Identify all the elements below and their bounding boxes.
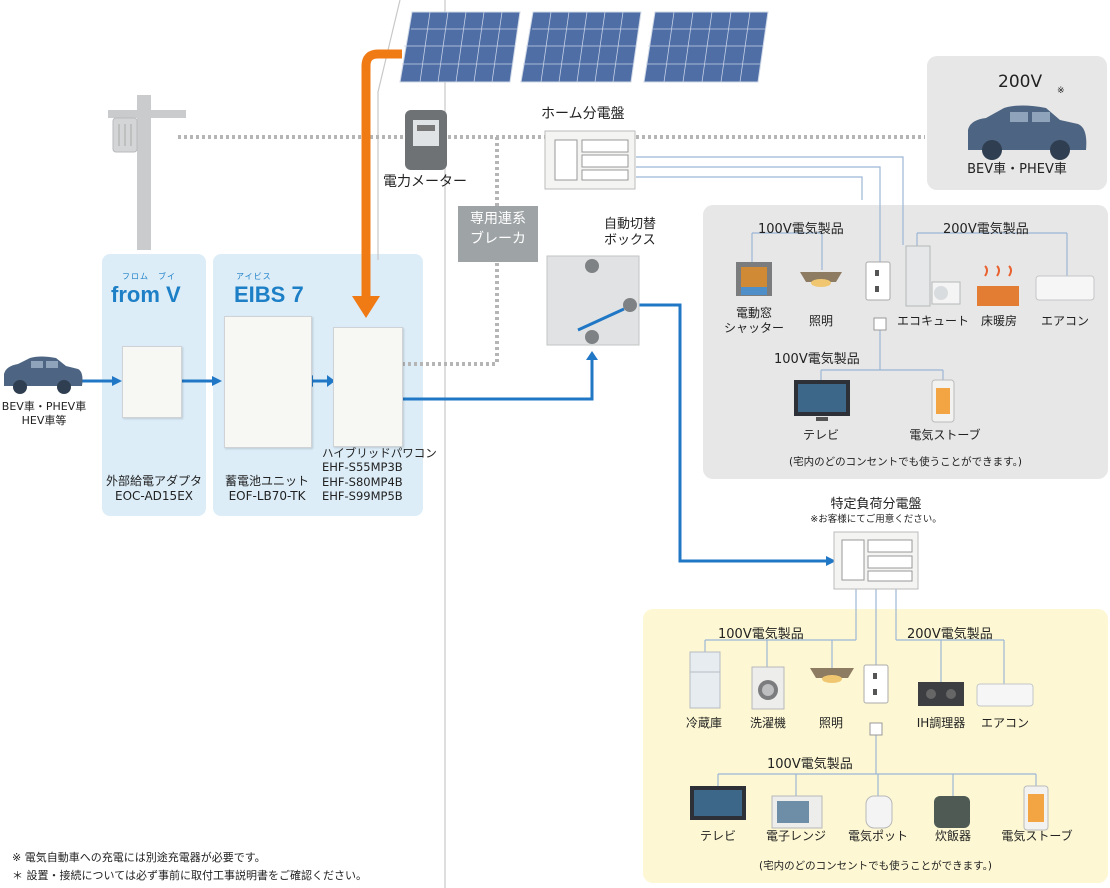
- utility-pole: [137, 95, 151, 250]
- specific-panel-note: ※お客様にてご用意ください。: [810, 514, 942, 525]
- home-panel-box: [544, 130, 636, 190]
- external-power-adapter: [122, 346, 182, 418]
- specific-item-fridge: 冷蔵庫: [685, 716, 722, 730]
- specific-outlet-cat: 100V電気製品: [767, 757, 853, 772]
- home-outlet-cat: 100V電気製品: [774, 352, 860, 367]
- specific-item-ih: IH調理器: [916, 716, 966, 730]
- specific-cat-200v: 200V電気製品: [907, 627, 993, 642]
- left-car: [4, 356, 83, 394]
- pcs-label: ハイブリッドパワコン EHF-S55MP3B EHF-S80MP4B EHF-S…: [322, 446, 437, 504]
- footnote-2: ＊ 設置・接続については必ず事前に取付工事説明書をご確認ください。: [12, 869, 367, 882]
- home-item-shutter: 電動窓 シャッター: [723, 306, 784, 335]
- eibs7-logo: EIBS 7: [234, 282, 304, 307]
- home-cat-200v: 200V電気製品: [943, 222, 1029, 237]
- home-item-ecocute: エコキュート: [896, 314, 969, 328]
- specific-item-rice-cooker: 炊飯器: [934, 829, 971, 843]
- specific-item-pot: 電気ポット: [847, 829, 908, 843]
- home-panel-label: ホーム分電盤: [541, 106, 625, 122]
- right-car: [968, 105, 1087, 160]
- home-item-heater: 電気ストーブ: [909, 428, 981, 442]
- specific-note: (宅内のどのコンセントでも使うことができます。): [759, 860, 992, 872]
- home-cat-100v: 100V電気製品: [758, 222, 844, 237]
- left-vehicle-label: BEV車・PHEV車 HEV車等: [1, 400, 87, 427]
- eibs7-reading: アイビス: [236, 272, 272, 281]
- home-item-tv: テレビ: [802, 428, 839, 442]
- home-load-icons: [736, 245, 1095, 423]
- specific-panel-box: [833, 531, 919, 590]
- specific-item-washer: 洗濯機: [749, 716, 786, 730]
- specific-item-tv: テレビ: [699, 829, 736, 843]
- ev-200v-title: 200V: [998, 72, 1043, 92]
- solar-panels: [399, 11, 769, 83]
- from-v-logo: from V: [111, 282, 181, 307]
- ev-200v-mark: ※: [1057, 86, 1065, 96]
- power-meter: [405, 110, 447, 170]
- home-item-aircon: エアコン: [1040, 314, 1089, 328]
- hybrid-power-conditioner: [333, 327, 403, 447]
- specific-cat-100v: 100V電気製品: [718, 627, 804, 642]
- specific-item-microwave: 電子レンジ: [765, 829, 826, 843]
- breaker-box: 専用連系 ブレーカ: [458, 206, 538, 262]
- specific-item-light: 照明: [818, 716, 843, 730]
- specific-load-icons: [689, 651, 1049, 831]
- from-v-reading: フロム ブイ: [122, 272, 176, 281]
- specific-panel-label: 特定負荷分電盤: [830, 497, 922, 512]
- meter-label: 電力メーター: [383, 174, 467, 190]
- footnote-1: ※ 電気自動車への充電には別途充電器が必要です。: [12, 851, 266, 864]
- battery-label: 蓄電池ユニット EOF-LB70-TK: [224, 474, 309, 503]
- auto-switch-box: [546, 255, 640, 346]
- specific-item-aircon: エアコン: [980, 716, 1029, 730]
- right-vehicle-label: BEV車・PHEV車: [967, 162, 1067, 177]
- switch-box-label: 自動切替 ボックス: [604, 217, 657, 249]
- home-item-light: 照明: [808, 314, 833, 328]
- battery-unit: [224, 316, 312, 448]
- adapter-label: 外部給電アダプタ EOC-AD15EX: [105, 474, 202, 503]
- home-item-floor-heating: 床暖房: [980, 314, 1017, 328]
- specific-item-heater: 電気ストーブ: [1001, 829, 1073, 843]
- home-note: (宅内のどのコンセントでも使うことができます。): [789, 456, 1022, 468]
